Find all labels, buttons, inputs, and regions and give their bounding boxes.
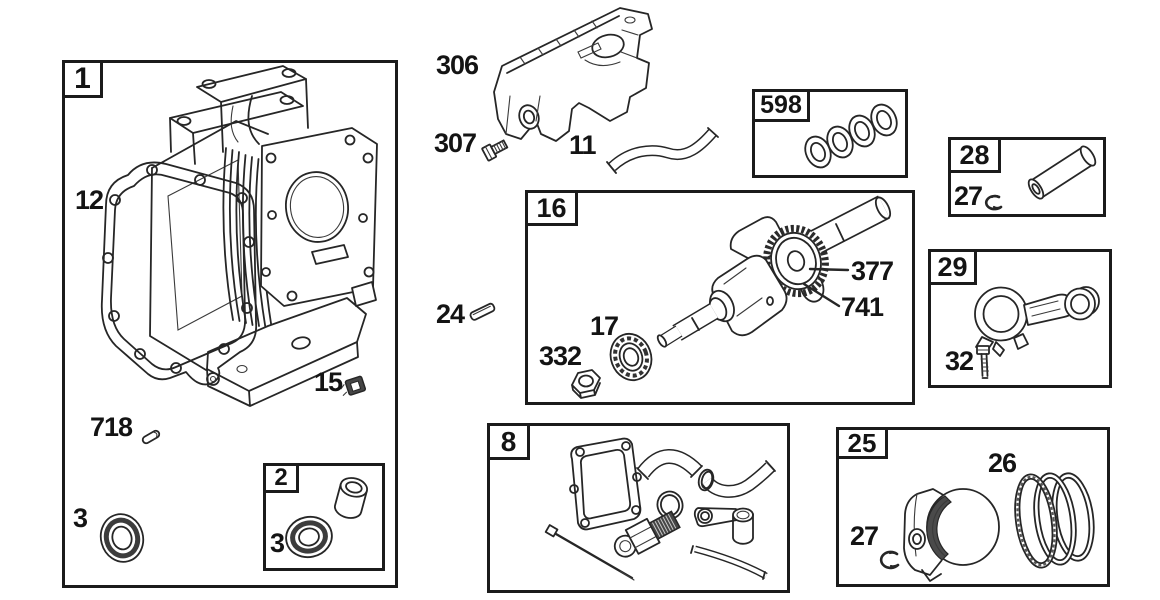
shield-bolt-drawing (481, 139, 509, 162)
group-label-16: 16 (525, 190, 578, 226)
group-label-8: 8 (487, 423, 530, 460)
callout-crankshaft-key: 24 (436, 299, 465, 329)
callout-dowel-pin: 718 (90, 412, 133, 442)
callout-shield-bolt: 307 (434, 128, 477, 158)
callout-piston-retainer: 27 (850, 521, 879, 551)
group-label-29: 29 (928, 249, 977, 285)
callout-timing-gear: 377 (851, 256, 894, 286)
callout-heat-shield: 306 (436, 50, 479, 80)
callout-rod-screw: 32 (945, 346, 974, 376)
callout-crankcase-gasket: 12 (75, 185, 104, 215)
group-box-598: 598 (752, 89, 908, 178)
group-box-8: 8 (487, 423, 790, 593)
callout-oil-seal: 3 (73, 503, 88, 533)
group-box-1: 1 (62, 60, 398, 588)
group-box-16: 16 (525, 190, 915, 405)
callout-ring-set: 26 (988, 448, 1017, 478)
group-box-25: 25 (836, 427, 1110, 587)
breather-hose-drawing (606, 127, 719, 174)
group-box-29: 29 (928, 249, 1112, 388)
group-label-25: 25 (836, 427, 888, 459)
group-box-2: 2 (263, 463, 385, 571)
callout-pin-retainer: 27 (954, 181, 983, 211)
group-label-2: 2 (263, 463, 299, 493)
group-label-1: 1 (62, 60, 103, 98)
callout-hex-nut: 332 (539, 341, 582, 371)
crankshaft-key-drawing (469, 302, 496, 321)
callout-seal-kit-seal: 3 (270, 528, 285, 558)
group-label-28: 28 (948, 137, 1001, 173)
group-label-598: 598 (752, 89, 810, 122)
callout-breather-hose: 11 (569, 130, 597, 160)
group-box-28: 28 (948, 137, 1106, 217)
callout-drain-plug: 15 (314, 367, 343, 397)
heat-shield-drawing (493, 7, 653, 142)
callout-gear-assembly: 741 (841, 292, 884, 322)
callout-ball-bearing: 17 (590, 311, 619, 341)
